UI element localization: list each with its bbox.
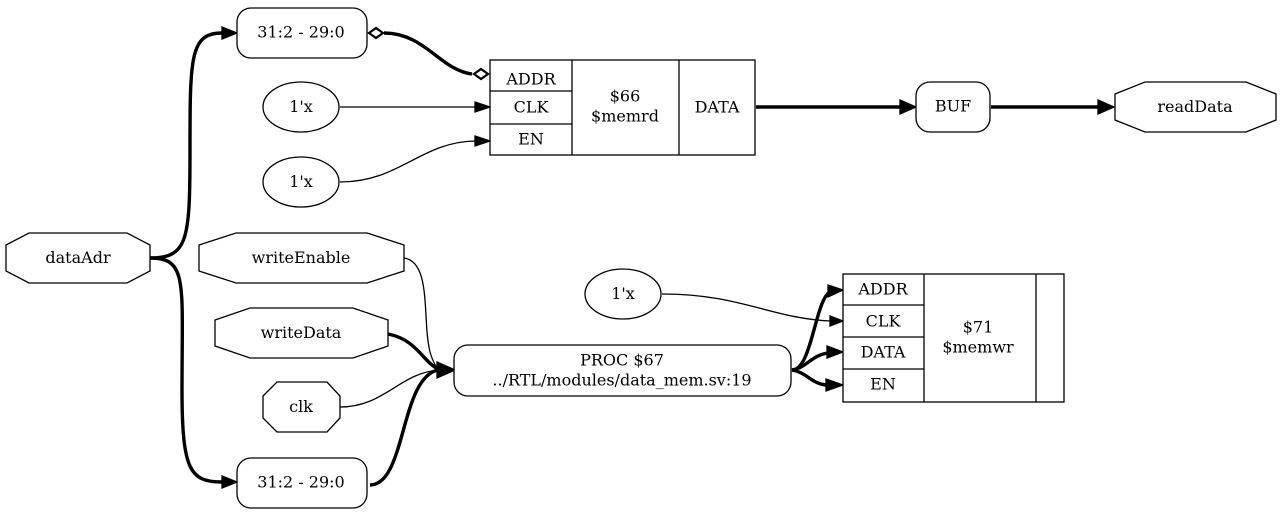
wire-dataadr-to-slice-bottom — [149, 256, 223, 484]
const-memrd-en-label: 1'x — [289, 172, 313, 191]
wires — [149, 31, 1098, 487]
wire-slice-bottom-to-proc — [369, 368, 439, 487]
wire-writedata-to-proc — [387, 332, 441, 372]
const-memrd-en[interactable]: 1'x — [262, 156, 340, 208]
arrow-slice-bottom — [221, 475, 239, 489]
port-readdata[interactable]: readData — [1114, 81, 1277, 133]
memwr-port-data: DATA — [861, 343, 906, 362]
port-dataadr[interactable]: dataAdr — [5, 232, 151, 284]
memrd-out-data: DATA — [695, 98, 740, 117]
arrow-memrd-clk — [474, 101, 493, 113]
diamond-memrd-addr-in — [472, 67, 490, 81]
slice-top-label: 31:2 - 29:0 — [257, 23, 344, 42]
memwr-port-addr: ADDR — [857, 280, 908, 299]
wire-dataadr-to-slice-top — [149, 31, 223, 260]
arrow-memwr-data — [826, 345, 845, 359]
port-clk-label: clk — [289, 397, 313, 416]
arrowheads — [221, 26, 1116, 489]
wire-proc-to-memwr-data — [791, 351, 829, 372]
memrd-port-clk: CLK — [514, 98, 550, 117]
port-writeenable-label: writeEnable — [252, 248, 351, 267]
port-writedata-label: writeData — [261, 323, 342, 342]
arrow-buf — [899, 99, 918, 115]
memrd-cell[interactable]: ADDR CLK EN $66 $memrd DATA — [489, 59, 756, 156]
proc-id: PROC $67 — [580, 351, 664, 370]
arrow-proc-in — [436, 360, 457, 380]
arrow-slice-top — [221, 26, 239, 40]
port-clk[interactable]: clk — [262, 381, 341, 433]
memwr-port-clk: CLK — [866, 312, 902, 331]
slice-bottom[interactable]: 31:2 - 29:0 — [236, 457, 368, 509]
arrow-readdata — [1097, 99, 1116, 115]
memwr-type: $memwr — [942, 338, 1014, 357]
arrow-memwr-clk — [829, 315, 845, 327]
port-writeenable[interactable]: writeEnable — [198, 232, 405, 284]
port-readdata-label: readData — [1157, 97, 1233, 116]
const-memwr-clk[interactable]: 1'x — [584, 268, 662, 320]
const-memrd-clk-label: 1'x — [289, 97, 313, 116]
const-memwr-clk-label: 1'x — [611, 284, 635, 303]
buf-cell[interactable]: BUF — [915, 81, 991, 133]
slice-bottom-label: 31:2 - 29:0 — [257, 473, 344, 492]
const-memrd-clk[interactable]: 1'x — [262, 81, 340, 133]
wire-const-to-memwr-clk — [661, 293, 831, 322]
diamond-slice-top-out — [367, 26, 385, 40]
buf-label: BUF — [935, 97, 971, 116]
arrow-memwr-addr — [827, 284, 845, 299]
proc-source: ../RTL/modules/data_mem.sv:19 — [492, 371, 751, 390]
memwr-id: $71 — [963, 318, 994, 337]
slice-top[interactable]: 31:2 - 29:0 — [236, 7, 368, 59]
memrd-id: $66 — [610, 87, 641, 106]
memwr-port-en: EN — [870, 375, 896, 394]
port-writedata[interactable]: writeData — [214, 307, 389, 359]
memwr-cell[interactable]: ADDR CLK DATA EN $71 $memwr — [842, 273, 1065, 403]
wire-clk-to-proc — [339, 369, 441, 408]
arrow-memrd-en — [474, 135, 493, 147]
port-dataadr-label: dataAdr — [45, 248, 111, 267]
wire-slice-top-to-memrd-addr — [383, 31, 473, 76]
wire-proc-to-memwr-en — [791, 368, 827, 387]
memrd-port-addr: ADDR — [505, 70, 556, 89]
arrow-memwr-en — [825, 378, 845, 392]
memrd-port-en: EN — [518, 130, 544, 149]
proc-cell[interactable]: PROC $67 ../RTL/modules/data_mem.sv:19 — [453, 344, 792, 397]
memrd-type: $memrd — [591, 107, 659, 126]
wire-const-to-memrd-en — [339, 140, 476, 183]
